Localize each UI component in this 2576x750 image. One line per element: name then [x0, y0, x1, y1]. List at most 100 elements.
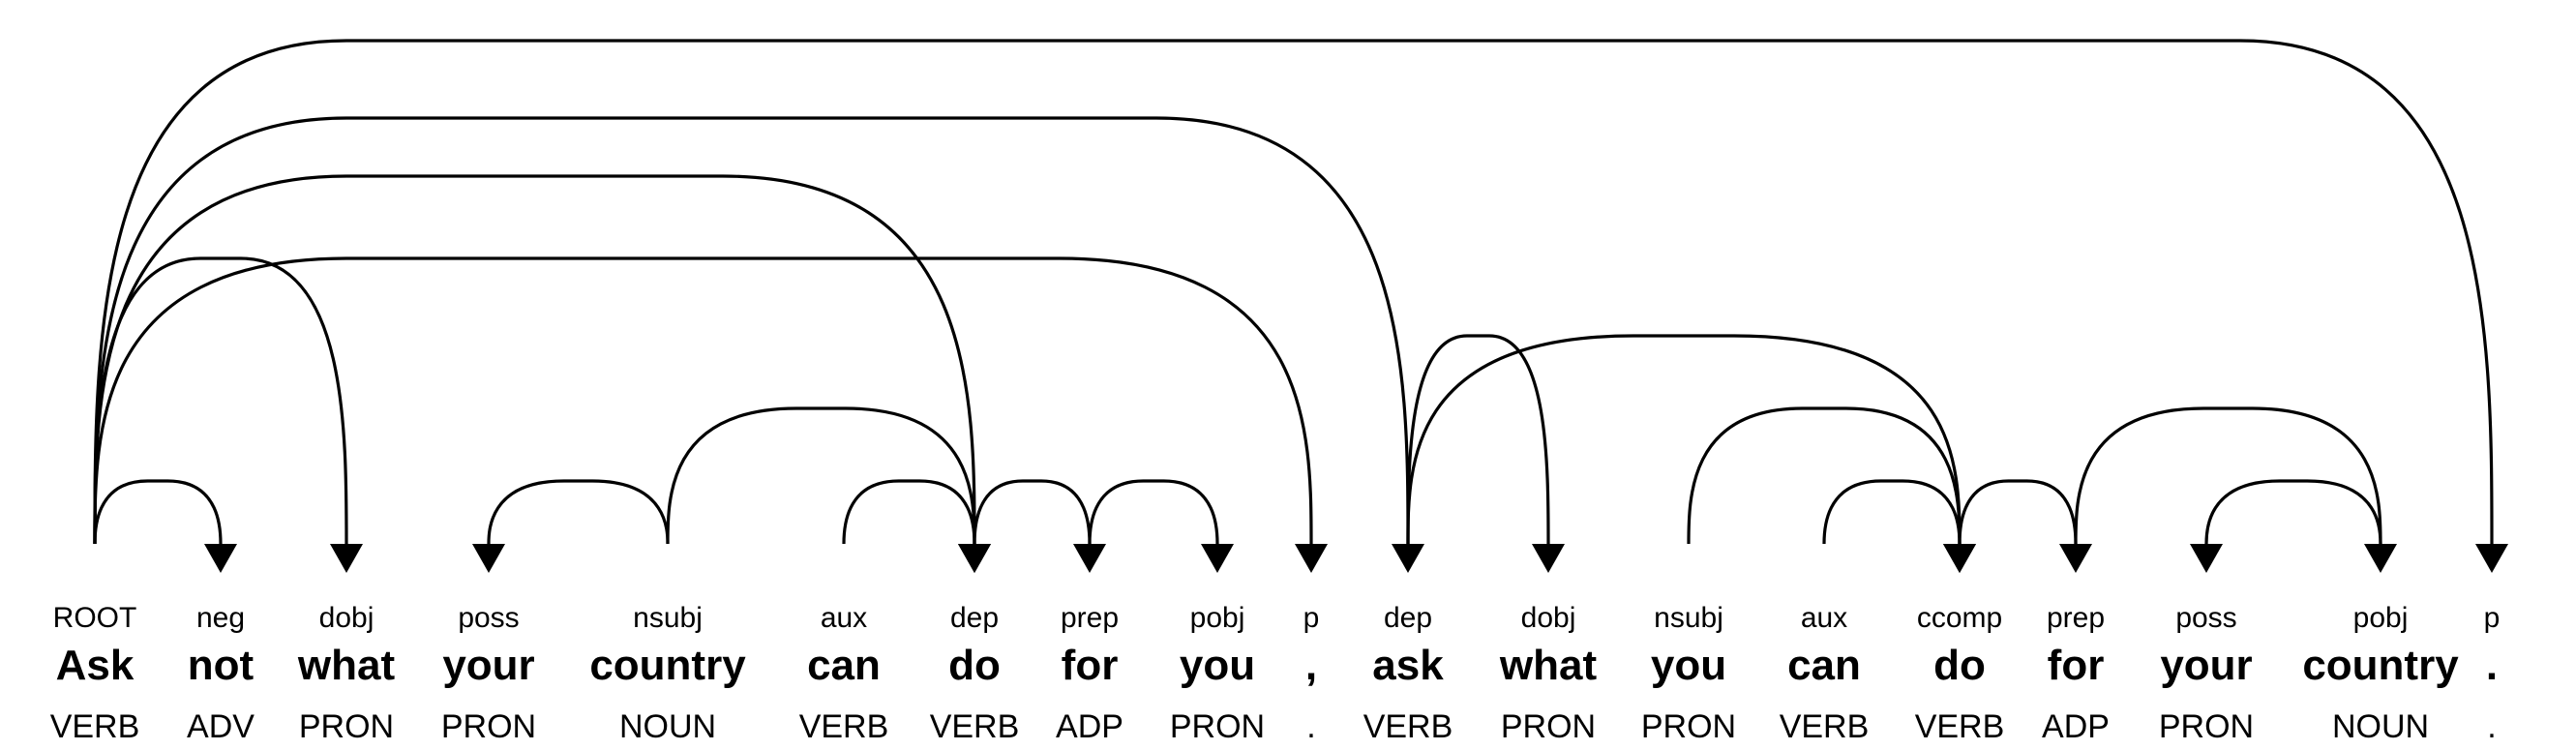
arrowhead-poss: [472, 544, 505, 573]
pos-tag-7: ADP: [1056, 708, 1123, 745]
arrowhead-p: [2475, 544, 2508, 573]
token-word-8[interactable]: you: [1180, 642, 1255, 689]
pos-tag-15: ADP: [2042, 708, 2110, 745]
dep-label-0: ROOT: [53, 602, 137, 634]
dep-label-13: aux: [1801, 602, 1847, 634]
token-word-6[interactable]: do: [948, 642, 1001, 689]
arc-path-ccomp: [1406, 334, 1962, 545]
token-word-18[interactable]: .: [2486, 642, 2498, 689]
arc-path-p: [93, 39, 2494, 545]
dependency-arc-nsubj[interactable]: [1687, 406, 1976, 573]
arrowhead-pobj: [1201, 544, 1234, 573]
token-word-12[interactable]: you: [1651, 642, 1726, 689]
token-word-1[interactable]: not: [188, 642, 255, 689]
token-word-4[interactable]: country: [589, 642, 746, 689]
dependency-arc-neg[interactable]: [93, 479, 237, 573]
token-word-15[interactable]: for: [2048, 642, 2105, 689]
arrowhead-poss: [2190, 544, 2223, 573]
arc-path-pobj: [2074, 406, 2382, 545]
dep-label-8: pobj: [1190, 602, 1245, 634]
arrowhead-dep: [1392, 544, 1424, 573]
pos-tag-9: .: [1306, 708, 1315, 745]
dependency-arc-p[interactable]: [93, 256, 1328, 573]
token-word-5[interactable]: can: [807, 642, 881, 689]
dependency-arc-ccomp[interactable]: [1406, 334, 1976, 573]
dep-label-1: neg: [196, 602, 245, 634]
dep-label-5: aux: [821, 602, 867, 634]
dependency-arc-prep[interactable]: [973, 479, 1106, 573]
arrowhead-ccomp: [1943, 544, 1976, 573]
arrowhead-pobj: [2364, 544, 2397, 573]
arc-path-nsubj: [666, 406, 976, 545]
pos-tag-2: PRON: [299, 708, 394, 745]
dep-label-18: p: [2484, 602, 2501, 634]
dep-label-15: prep: [2047, 602, 2105, 634]
token-word-13[interactable]: can: [1787, 642, 1861, 689]
dependency-arc-dep[interactable]: [93, 116, 1424, 573]
dep-label-3: poss: [458, 602, 519, 634]
pos-tag-13: VERB: [1780, 708, 1870, 745]
dep-label-2: dobj: [319, 602, 374, 634]
arc-path-dep: [93, 174, 976, 545]
arrowhead-dobj: [330, 544, 363, 573]
dependency-arc-pobj[interactable]: [2074, 406, 2397, 573]
token-word-14[interactable]: do: [1933, 642, 1986, 689]
dependency-arc-dep[interactable]: [93, 174, 991, 573]
token-word-11[interactable]: what: [1499, 642, 1598, 689]
token-word-0[interactable]: Ask: [56, 642, 135, 689]
arc-path-dobj: [1406, 334, 1550, 545]
dependency-arc-pobj[interactable]: [1088, 479, 1234, 573]
token-word-2[interactable]: what: [297, 642, 396, 689]
pos-tag-5: VERB: [799, 708, 889, 745]
dependency-arc-nsubj[interactable]: [666, 406, 991, 573]
arc-path-aux: [842, 479, 976, 545]
dep-label-4: nsubj: [633, 602, 703, 634]
dependency-arc-prep[interactable]: [1958, 479, 2092, 573]
dep-label-14: ccomp: [1917, 602, 2002, 634]
dependency-arc-dobj[interactable]: [1406, 334, 1565, 573]
arc-path-dobj: [93, 256, 348, 545]
token-word-16[interactable]: your: [2160, 642, 2252, 689]
token-word-3[interactable]: your: [442, 642, 534, 689]
dependency-arc-dobj[interactable]: [93, 256, 363, 573]
token-word-9[interactable]: ,: [1305, 642, 1317, 689]
token-column-9[interactable]: p,.: [1303, 602, 1320, 745]
arc-path-prep: [1958, 479, 2078, 545]
arc-path-prep: [973, 479, 1092, 545]
pos-tag-0: VERB: [50, 708, 140, 745]
pos-tag-16: PRON: [2159, 708, 2254, 745]
pos-tag-1: ADV: [187, 708, 255, 745]
token-word-10[interactable]: ask: [1372, 642, 1444, 689]
token-text-layer: ROOTAskVERBnegnotADVdobjwhatPRONpossyour…: [50, 602, 2501, 745]
dep-label-7: prep: [1061, 602, 1119, 634]
token-column-18[interactable]: p..: [2484, 602, 2501, 745]
dependency-arc-p[interactable]: [93, 39, 2508, 573]
dep-label-16: poss: [2175, 602, 2236, 634]
token-word-17[interactable]: country: [2302, 642, 2459, 689]
token-word-7[interactable]: for: [1062, 642, 1119, 689]
arrowhead-prep: [1073, 544, 1106, 573]
dependency-arc-poss[interactable]: [2190, 479, 2382, 573]
arc-path-dep: [93, 116, 1410, 545]
dependency-arc-poss[interactable]: [472, 479, 670, 573]
arc-path-pobj: [1088, 479, 1219, 545]
